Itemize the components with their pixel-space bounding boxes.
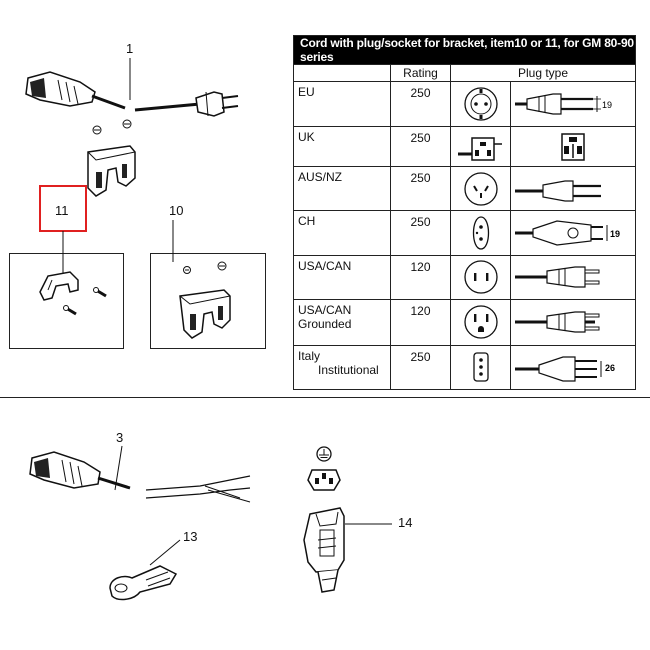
iec-plug-drawing [303,507,345,593]
callout-item-10: 10 [169,203,184,218]
region-line-1: Italy [298,348,321,363]
dimension-label: 19 [610,229,620,239]
region-cell: AUS/NZ [293,166,391,212]
socket-eu-icon [450,81,511,128]
region-line-1: USA/CAN [298,302,352,317]
screw-drawing [92,119,132,135]
rating-cell: 250 [390,81,451,128]
item-11-panel [9,253,124,349]
rating-cell: 250 [390,210,451,256]
table-row: UK 250 [293,126,637,168]
rating-cell: 120 [390,254,451,300]
callout-item-14: 14 [398,515,413,530]
cable-tie-drawing [109,565,178,601]
socket-italy-icon [450,344,511,391]
table-row: CH 250 19 [293,210,637,256]
plug-italy-icon: 26 [509,344,637,391]
plug-ch-icon: 19 [509,210,637,256]
item-10-illustration [172,220,231,339]
item-13-illustration [109,539,181,601]
socket-usa-icon [450,254,511,300]
region-line-2: Grounded [298,316,352,331]
table-header-plug-type: Plug type [449,64,637,83]
rating-cell: 250 [390,344,451,391]
plug-aus-icon [509,166,637,212]
rating-cell: 250 [390,126,451,168]
plug-type-table: Cord with plug/socket for bracket, item1… [292,34,637,391]
item-10-panel [150,253,266,349]
iec-connector-drawing [29,451,101,489]
socket-usa-grounded-icon [450,298,511,346]
plug-uk-face-icon [509,126,637,168]
socket-aus-icon [450,166,511,212]
clamp-drawing [39,271,79,301]
plug-uk-icon [450,126,511,168]
bracket-drawing [87,145,136,197]
plug-usa-grounded-icon [509,298,637,346]
section-divider [0,397,650,398]
callout-item-3: 3 [116,430,124,445]
table-row: EU 250 19 [293,81,637,128]
rating-cell: 120 [390,298,451,346]
item-14-illustration [303,446,392,593]
plug-eu-icon: 19 [509,81,637,128]
callout-item-11: 11 [55,203,69,218]
item-3-illustration [29,445,251,503]
region-line-2: Institutional [318,362,379,377]
bracket-drawing [179,289,231,339]
item-11-illustration [39,231,107,316]
callout-item-1: 1 [126,41,134,56]
iec-connector-drawing [25,71,126,110]
ground-symbol-icon [316,446,332,462]
eu-plug-drawing [195,91,239,117]
screw-drawing [63,287,107,316]
callout-item-13: 13 [183,529,198,544]
dimension-label: 19 [602,100,612,110]
item-1-illustration [25,58,239,197]
plug-usa-icon [509,254,637,300]
dimension-label: 26 [605,363,615,373]
table-title: Cord with plug/socket for bracket, item1… [292,34,637,66]
screw-drawing [183,261,227,274]
socket-ch-icon [450,210,511,256]
iec-socket-face-icon [307,469,341,491]
